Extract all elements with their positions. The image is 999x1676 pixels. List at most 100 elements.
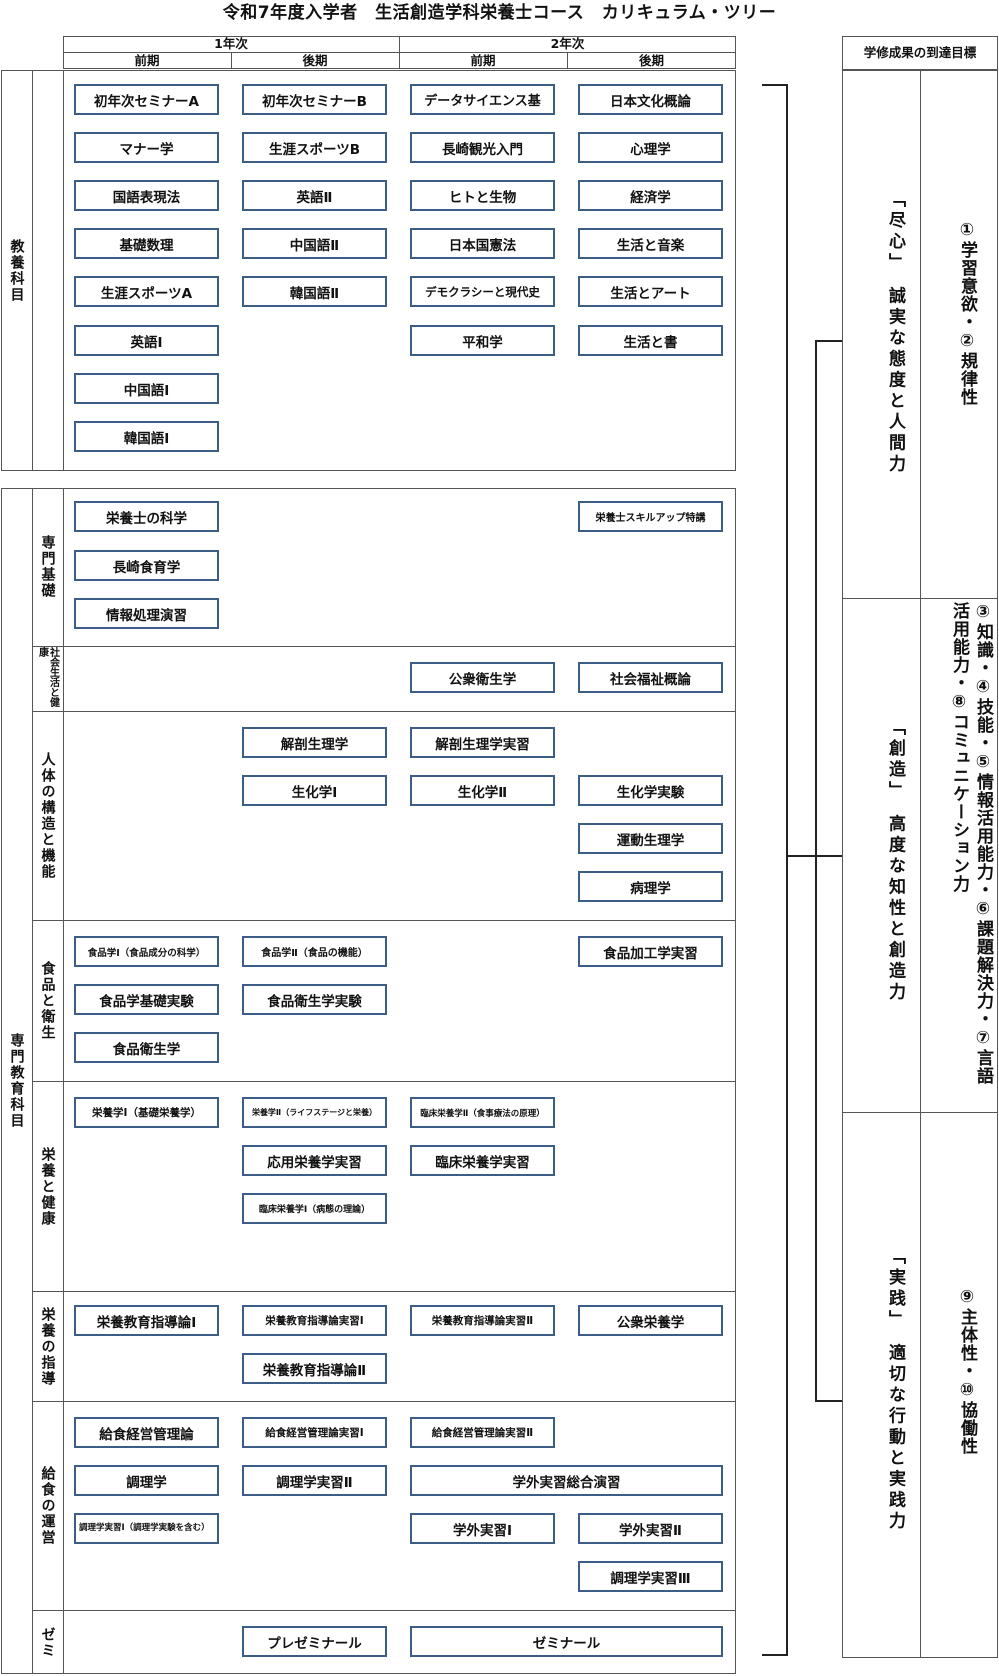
divider [32,1401,736,1402]
course-box: 栄養教育指導論Ⅰ [74,1305,219,1336]
goal-numbers-2: ③知識・④技能・⑤情報活用能力・⑥課題解決力・⑦言語活用能力・⑧コミュニケーショ… [949,602,993,1085]
course-box: 英語Ⅱ [242,180,387,211]
course-box: 中国語Ⅱ [242,228,387,259]
course-box: 長崎観光入門 [410,132,555,163]
kyoyo-block [1,70,736,471]
connector-line [815,855,842,857]
course-box: 日本国憲法 [410,228,555,259]
section-label-shokuhin: 食品と衛生 [39,961,56,1041]
course-box: 解剖生理学実習 [410,727,555,758]
course-box: 栄養学Ⅰ（基礎栄養学） [74,1097,219,1128]
course-box: 平和学 [410,325,555,356]
course-box: 食品加工学実習 [578,936,723,967]
course-box: 生化学Ⅰ [242,775,387,806]
course-box: 学外実習総合演習 [410,1465,723,1496]
course-box: ゼミナール [410,1626,723,1657]
course-box: 栄養教育指導論Ⅱ [242,1353,387,1384]
term-label: 前期 [134,53,160,68]
divider [32,1291,736,1292]
term-label: 前期 [470,53,496,68]
course-box: 病理学 [578,871,723,902]
goals-header [842,36,998,70]
course-box: 栄養学Ⅱ（ライフステージと栄養） [242,1097,387,1128]
course-box: 栄養士の科学 [74,501,219,532]
course-box: 臨床栄養学実習 [410,1145,555,1176]
course-box: 経済学 [578,180,723,211]
course-box: プレゼミナール [242,1626,387,1657]
divider [63,70,64,471]
goal-title-2: 「創造」 高度な知性と創造力 [885,718,905,1004]
course-box: 調理学 [74,1465,219,1496]
course-box: 調理学実習Ⅱ [242,1465,387,1496]
course-box: ヒトと生物 [410,180,555,211]
goal-numbers-3: ⑨主体性・⑩協働性 [957,1287,977,1455]
divider [63,52,736,53]
section-label-zemi: ゼミ [39,1626,56,1659]
course-box: 調理学実習Ⅲ [578,1561,723,1592]
course-box: 生涯スポーツA [74,276,219,307]
divider [32,711,736,712]
divider [842,1112,998,1113]
year-1-label: 1年次 [214,36,248,51]
course-box: 基礎数理 [74,228,219,259]
divider [920,70,921,1658]
course-box: 英語Ⅰ [74,325,219,356]
section-label-jintai: 人体の構造と機能 [39,752,56,880]
course-box: 情報処理演習 [74,598,219,629]
course-box: 運動生理学 [578,823,723,854]
course-box: 生化学Ⅱ [410,775,555,806]
course-box: 解剖生理学 [242,727,387,758]
course-box: 公衆栄養学 [578,1305,723,1336]
group-label-kyoyo: 教養科目 [8,238,25,303]
course-box: 栄養士スキルアップ特講 [578,501,723,532]
section-label-kiso: 専門基礎 [39,535,56,599]
goals-header-label: 学修成果の到達目標 [863,45,977,60]
divider [32,920,736,921]
course-box: デモクラシーと現代史 [410,276,555,307]
divider [231,52,232,69]
course-box: 食品衛生学実験 [242,984,387,1015]
connector-line [788,855,815,857]
course-box: データサイエンス基 [410,84,555,115]
divider [842,598,998,599]
term-label: 後期 [302,53,328,68]
course-box: 日本文化概論 [578,84,723,115]
divider [567,52,568,69]
group-label-senmon: 専門教育科目 [8,1033,25,1129]
course-box: 国語表現法 [74,180,219,211]
section-label-kyushoku: 給食の運営 [39,1466,56,1546]
course-box: 韓国語Ⅱ [242,276,387,307]
divider [32,646,736,647]
course-box: 食品学Ⅱ（食品の機能） [242,936,387,967]
course-box: 臨床栄養学Ⅱ（食事療法の原理） [410,1097,555,1128]
connector-branch [815,340,817,1402]
divider [32,1610,736,1611]
course-box: 生活とアート [578,276,723,307]
connector-line [815,340,842,342]
course-box: 初年次セミナーB [242,84,387,115]
course-box: 調理学実習Ⅰ（調理学実験を含む） [74,1513,219,1544]
course-box: 生活と書 [578,325,723,356]
connector-bracket [762,84,788,1656]
course-box: 社会福祉概論 [578,662,723,693]
course-box: 心理学 [578,132,723,163]
course-box: 韓国語Ⅰ [74,421,219,452]
course-box: 生活と音楽 [578,228,723,259]
course-box: 給食経営管理論 [74,1417,219,1448]
goal-title-3: 「実践」 適切な行動と実践力 [885,1247,905,1533]
section-label-shido: 栄養の指導 [39,1306,56,1387]
course-box: 長崎食育学 [74,550,219,581]
divider [32,1081,736,1082]
course-box: 栄養教育指導論実習Ⅱ [410,1305,555,1336]
course-box: 臨床栄養学Ⅰ（病態の理論） [242,1193,387,1224]
course-box: 公衆衛生学 [410,662,555,693]
course-box: 食品学基礎実験 [74,984,219,1015]
section-label-eiyo: 栄養と健康 [39,1146,56,1227]
course-box: 学外実習Ⅱ [578,1513,723,1544]
course-box: 食品衛生学 [74,1032,219,1063]
section-label-shakai: 社会生活と健康 [36,647,59,707]
course-box: 生涯スポーツB [242,132,387,163]
goal-title-1: 「尽心」 誠実な態度と人間力 [885,190,905,476]
goal-numbers-1: ①学習意欲・②規律性 [957,220,977,406]
term-label: 後期 [638,53,664,68]
